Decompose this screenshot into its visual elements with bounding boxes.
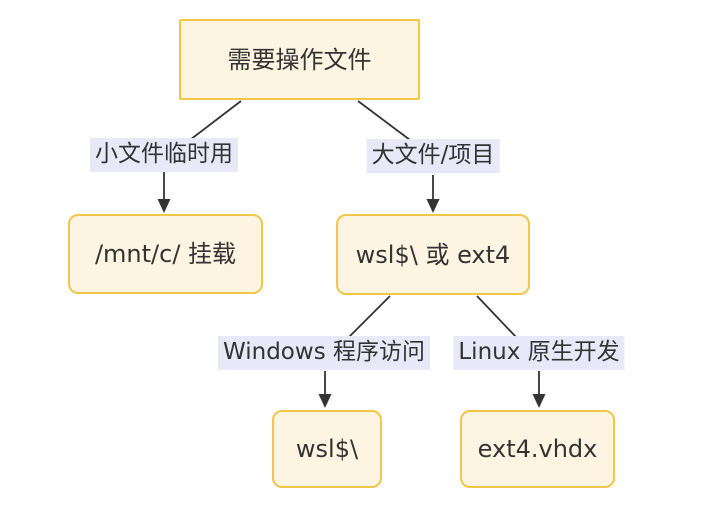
edge-label-linux-native-dev: Linux 原生开发: [453, 336, 625, 370]
edge-line-1-upper: [185, 100, 242, 144]
arrowhead-edge-2: [426, 199, 440, 213]
node-mnt-c-mount-label: /mnt/c/ 挂载: [94, 240, 237, 268]
node-wslshare-label: wsl$\: [295, 435, 359, 463]
arrowhead-edge-1: [157, 199, 171, 213]
node-need-file-ops: 需要操作文件: [179, 19, 420, 100]
edge-label-windows-program-access: Windows 程序访问: [218, 336, 430, 370]
arrowhead-edge-4: [532, 394, 546, 408]
node-wslshare-or-ext4-label: wsl$\ 或 ext4: [355, 240, 511, 269]
edge-line-3-upper: [348, 295, 391, 338]
node-need-file-ops-label: 需要操作文件: [227, 45, 372, 74]
edge-label-small-files-temp: 小文件临时用: [90, 138, 238, 172]
edge-line-4-upper: [476, 295, 517, 338]
node-ext4-vhdx: ext4.vhdx: [460, 410, 615, 488]
edge-label-large-files-projects: 大文件/项目: [366, 139, 500, 173]
edge-line-2-upper: [357, 100, 415, 144]
arrowhead-edge-3: [318, 394, 332, 408]
node-wslshare: wsl$\: [272, 410, 382, 488]
node-mnt-c-mount: /mnt/c/ 挂载: [68, 214, 263, 294]
node-ext4-vhdx-label: ext4.vhdx: [477, 435, 598, 463]
node-wslshare-or-ext4: wsl$\ 或 ext4: [336, 214, 530, 295]
